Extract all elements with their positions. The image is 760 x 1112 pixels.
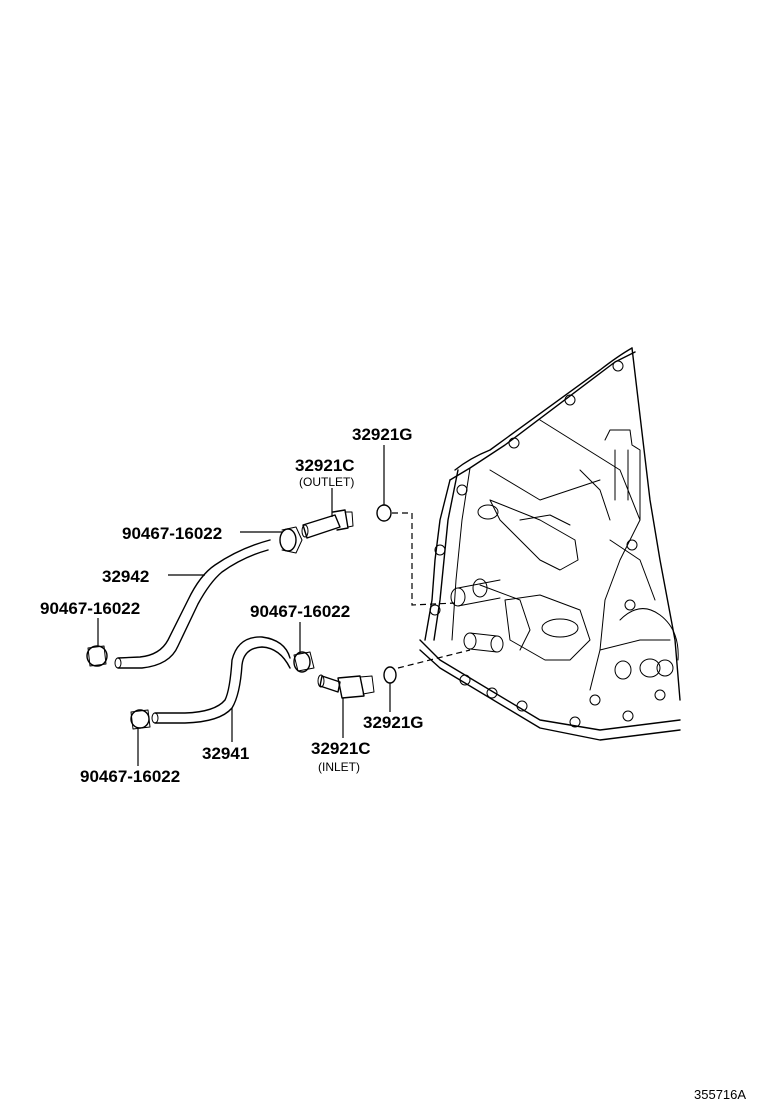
o-ring-top-drawing <box>376 504 392 522</box>
label-union-outlet-sub: (OUTLET) <box>299 475 354 489</box>
label-union-inlet-sub: (INLET) <box>318 760 360 774</box>
label-clamp-lower-right: 90467-16022 <box>250 602 350 621</box>
hose-32941-drawing <box>151 636 291 724</box>
part-labels: 32921G 32921C (OUTLET) 90467-16022 32942… <box>40 425 424 786</box>
leader-lines <box>97 445 391 766</box>
label-clamp-upper-left: 90467-16022 <box>40 599 140 618</box>
clamp-lower-left-drawing <box>130 709 151 730</box>
installation-dashed-lines <box>392 512 471 669</box>
label-hose-upper: 32942 <box>102 567 149 586</box>
label-clamp-upper-right: 90467-16022 <box>122 524 222 543</box>
clamp-upper-right-drawing <box>279 526 303 554</box>
label-union-outlet: 32921C <box>295 456 355 475</box>
union-outlet-drawing <box>301 509 354 539</box>
label-union-inlet: 32921C <box>311 739 371 758</box>
label-o-ring-bottom: 32921G <box>363 713 424 732</box>
o-ring-bottom-drawing <box>383 666 397 684</box>
label-hose-lower: 32941 <box>202 744 249 763</box>
clamp-upper-left-drawing <box>86 645 108 667</box>
reference-code: 355716A <box>694 1087 746 1102</box>
hose-32942-drawing <box>114 539 271 669</box>
transmission-case-drawing <box>419 347 681 741</box>
label-clamp-lower-left: 90467-16022 <box>80 767 180 786</box>
clamp-lower-right-drawing <box>293 651 315 673</box>
label-o-ring-top: 32921G <box>352 425 413 444</box>
union-inlet-drawing <box>317 674 375 699</box>
